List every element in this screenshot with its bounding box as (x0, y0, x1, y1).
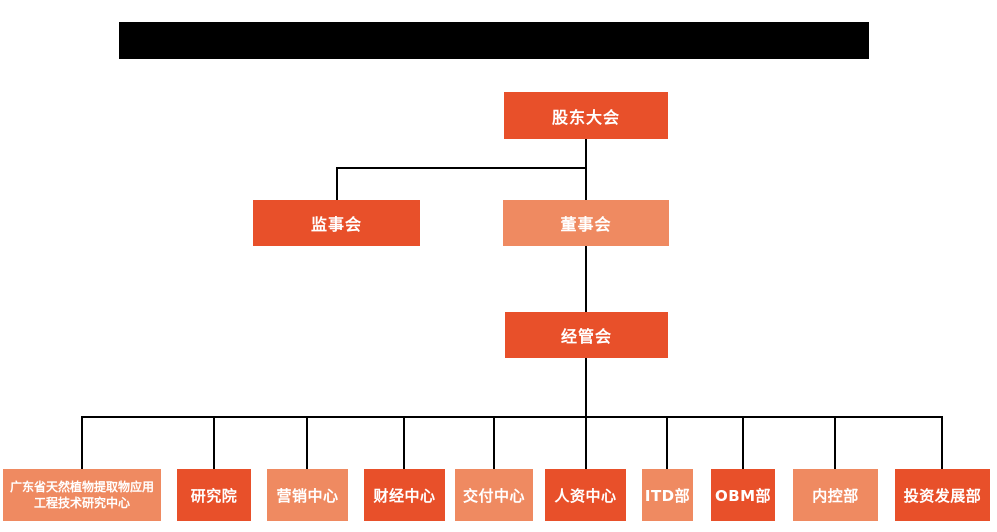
node-dept-hr-center: 人资中心 (545, 469, 626, 521)
node-supervisory-board: 监事会 (253, 200, 420, 246)
node-dept-research-center: 广东省天然植物提取物应用工程技术研究中心 (3, 469, 161, 521)
node-dept-obm: OBM部 (711, 469, 775, 521)
node-dept-internal-control: 内控部 (793, 469, 878, 521)
node-dept-research-institute: 研究院 (177, 469, 251, 521)
redacted-title-bar (119, 22, 869, 59)
node-board-of-directors: 董事会 (503, 200, 669, 246)
node-shareholders-meeting: 股东大会 (504, 92, 668, 139)
node-management-committee: 经管会 (505, 312, 668, 358)
node-dept-finance-center: 财经中心 (364, 469, 445, 521)
node-dept-investment-development: 投资发展部 (895, 469, 990, 521)
node-dept-marketing-center: 营销中心 (267, 469, 348, 521)
node-dept-itd: ITD部 (642, 469, 693, 521)
node-dept-delivery-center: 交付中心 (455, 469, 533, 521)
